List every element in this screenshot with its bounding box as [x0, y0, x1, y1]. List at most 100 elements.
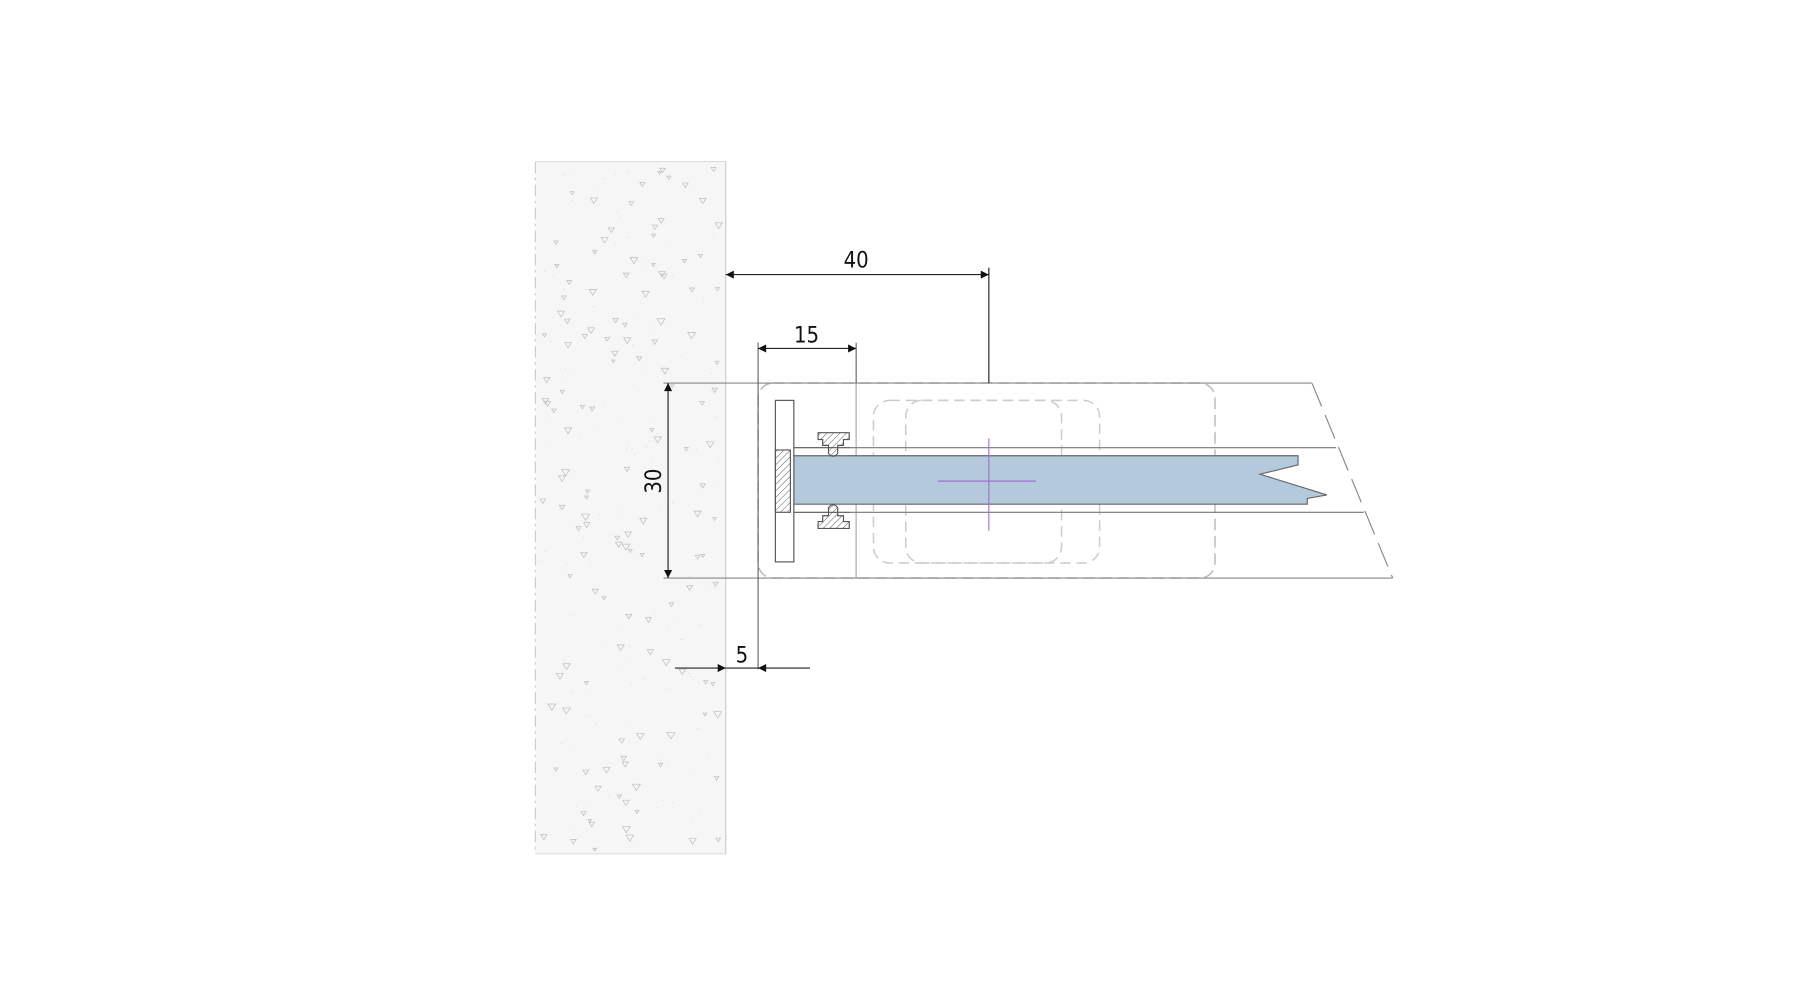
stipple-mark	[559, 389, 565, 395]
stipple-mark	[666, 732, 676, 740]
stipple-mark	[616, 794, 623, 800]
stipple-mark	[625, 834, 635, 842]
stipple-mark	[589, 197, 598, 205]
stipple-mark	[591, 588, 599, 595]
stipple-mark	[604, 336, 611, 342]
stipple-mark	[624, 531, 633, 538]
dimension-5: 5	[675, 643, 811, 673]
dimension-15: 15	[757, 324, 857, 670]
stipple-mark	[561, 469, 571, 477]
stipple-mark	[550, 408, 557, 414]
stipple-mark	[601, 596, 607, 601]
gasket-top	[817, 432, 850, 457]
gasket-bottom	[817, 504, 850, 530]
dimension-label-15: 15	[794, 324, 819, 349]
stipple-mark	[583, 522, 591, 529]
stipple-mark	[592, 847, 598, 852]
stipple-mark	[612, 318, 619, 324]
stipple-mark	[581, 513, 591, 522]
stipple-mark	[710, 167, 717, 172]
stipple-mark	[620, 755, 628, 762]
stipple-mark	[581, 334, 589, 340]
stipple-mark	[713, 776, 720, 781]
stipple-mark	[649, 428, 655, 433]
centerline-mark	[938, 438, 1037, 531]
stipple-mark	[623, 466, 631, 473]
stipple-mark	[602, 767, 611, 774]
stipple-mark	[657, 762, 664, 768]
stipple-mark	[681, 182, 689, 189]
stipple-mark	[621, 543, 631, 551]
stipple-mark	[712, 517, 717, 522]
stipple-mark	[607, 227, 615, 234]
stipple-mark	[698, 198, 707, 205]
stipple-mark	[711, 387, 719, 394]
stipple-mark	[700, 554, 706, 559]
stipple-mark	[580, 552, 588, 559]
stipple-mark	[541, 398, 550, 405]
stipple-mark	[646, 649, 654, 656]
stipple-mark	[563, 427, 573, 435]
stipple-mark	[610, 359, 616, 364]
stipple-mark	[657, 218, 665, 224]
stipple-mark	[697, 254, 704, 259]
stipple-mark	[688, 287, 696, 293]
stipple-mark	[660, 273, 668, 280]
stipple-mark	[660, 367, 670, 375]
dimension-30: 30	[642, 383, 673, 579]
stipple-mark	[611, 350, 619, 357]
stipple-mark	[650, 233, 657, 238]
stipple-mark	[683, 447, 689, 452]
stipple-mark	[580, 811, 587, 817]
stipple-mark	[555, 673, 564, 680]
stipple-mark	[553, 240, 559, 246]
stipple-mark	[636, 733, 645, 741]
stipple-mark	[650, 263, 656, 268]
stipple-mark	[636, 356, 643, 362]
stipple-mark	[661, 659, 671, 667]
stipple-mark	[618, 738, 626, 744]
stipple-mark	[622, 799, 630, 807]
stipple-mark	[693, 510, 702, 518]
stipple-mark	[569, 191, 575, 196]
stipple-mark	[557, 475, 567, 483]
stipple-mark	[703, 680, 709, 685]
stipple-mark	[639, 182, 646, 188]
dimension-label-30: 30	[642, 469, 667, 494]
stipple-mark	[570, 839, 577, 845]
stipple-mark	[588, 289, 598, 296]
stipple-mark	[659, 167, 667, 174]
stipple-mark	[564, 342, 573, 349]
stipple-mark	[714, 360, 720, 366]
stipple-mark	[639, 553, 645, 558]
stipple-mark	[616, 644, 625, 652]
stipple-mark	[594, 785, 602, 792]
stipple-mark	[614, 535, 621, 541]
stipple-mark	[554, 264, 560, 269]
stipple-mark	[699, 401, 706, 406]
stipple-mark	[539, 498, 547, 505]
hatched-spacer	[774, 449, 791, 513]
stipple-mark	[715, 837, 722, 843]
stipple-mark	[651, 339, 659, 346]
stipple-mark	[566, 280, 573, 285]
stipple-mark	[541, 333, 548, 338]
stipple-mark	[710, 682, 716, 687]
stipple-mark	[625, 613, 633, 620]
stipple-mark	[644, 617, 652, 623]
stipple-mark	[714, 222, 723, 230]
stipple-mark	[579, 404, 586, 410]
stipple-mark	[651, 224, 659, 231]
stipple-mark	[556, 310, 566, 318]
stipple-mark	[558, 504, 566, 511]
stipple-mark	[656, 318, 666, 326]
stipple-mark	[582, 769, 590, 776]
dimension-label-40: 40	[844, 249, 869, 274]
stipple-mark	[685, 585, 694, 592]
stipple-mark	[589, 406, 596, 412]
stipple-mark	[622, 322, 628, 328]
stipple-mark	[614, 541, 623, 548]
stipple-mark	[705, 441, 715, 449]
stipple-mark	[622, 272, 630, 279]
